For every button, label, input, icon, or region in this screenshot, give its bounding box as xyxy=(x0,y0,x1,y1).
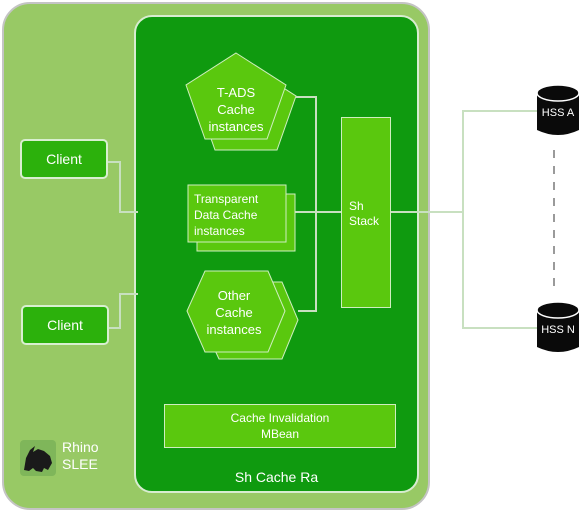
tads-cache-label: T-ADS Cache instances xyxy=(190,84,282,135)
tads-line-1: T-ADS xyxy=(216,85,256,100)
hss-a-database-icon xyxy=(536,84,580,135)
sh-cache-ra-label: Sh Cache Ra xyxy=(234,469,319,485)
rhino-slee-line-1: Rhino xyxy=(62,439,99,455)
client-label-1: Client xyxy=(46,151,82,167)
hss-n-database-icon xyxy=(536,301,580,352)
transparent-cache-label: Transparent Data Cache instances xyxy=(194,191,284,239)
client-label-2: Client xyxy=(47,317,83,333)
client-box-1: Client xyxy=(20,139,108,179)
client-box-2: Client xyxy=(21,305,109,345)
transparent-cache-shape xyxy=(187,184,287,243)
connector-stack-hss-n xyxy=(462,212,537,329)
transparent-line-2: Data Cache xyxy=(194,208,258,222)
connector-stack-hss xyxy=(391,110,537,213)
connector-client2 xyxy=(106,293,138,329)
rhino-slee-line-2: SLEE xyxy=(62,456,98,472)
mbean-line-2: MBean xyxy=(260,427,300,441)
transparent-line-1: Transparent xyxy=(194,192,259,206)
tads-cache-shape xyxy=(185,52,287,140)
tads-line-2: Cache xyxy=(217,102,255,117)
connector-client1 xyxy=(106,161,138,213)
cache-invalidation-mbean-box: Cache Invalidation MBean xyxy=(164,404,396,448)
sh-stack-label: Sh Stack xyxy=(349,199,379,229)
other-cache-label: Other Cache instances xyxy=(188,287,280,338)
connector-other-stack xyxy=(298,212,317,312)
tads-line-3: instances xyxy=(208,119,264,134)
other-line-3: instances xyxy=(206,322,262,337)
sh-stack-line-1: Sh xyxy=(349,199,364,213)
mbean-line-1: Cache Invalidation xyxy=(230,411,330,425)
sh-stack-box: Sh Stack xyxy=(341,117,391,308)
connector-tads-stack xyxy=(296,96,341,213)
hss-n-label: HSS N xyxy=(541,324,575,336)
other-line-2: Cache xyxy=(215,305,253,320)
hss-a-label: HSS A xyxy=(541,107,575,119)
transparent-line-3: instances xyxy=(194,224,245,238)
rhino-slee-label: Rhino SLEE xyxy=(62,439,99,473)
other-cache-shape xyxy=(186,270,286,353)
sh-stack-line-2: Stack xyxy=(349,214,380,228)
other-line-1: Other xyxy=(217,288,251,303)
rhino-logo-icon xyxy=(20,440,56,476)
